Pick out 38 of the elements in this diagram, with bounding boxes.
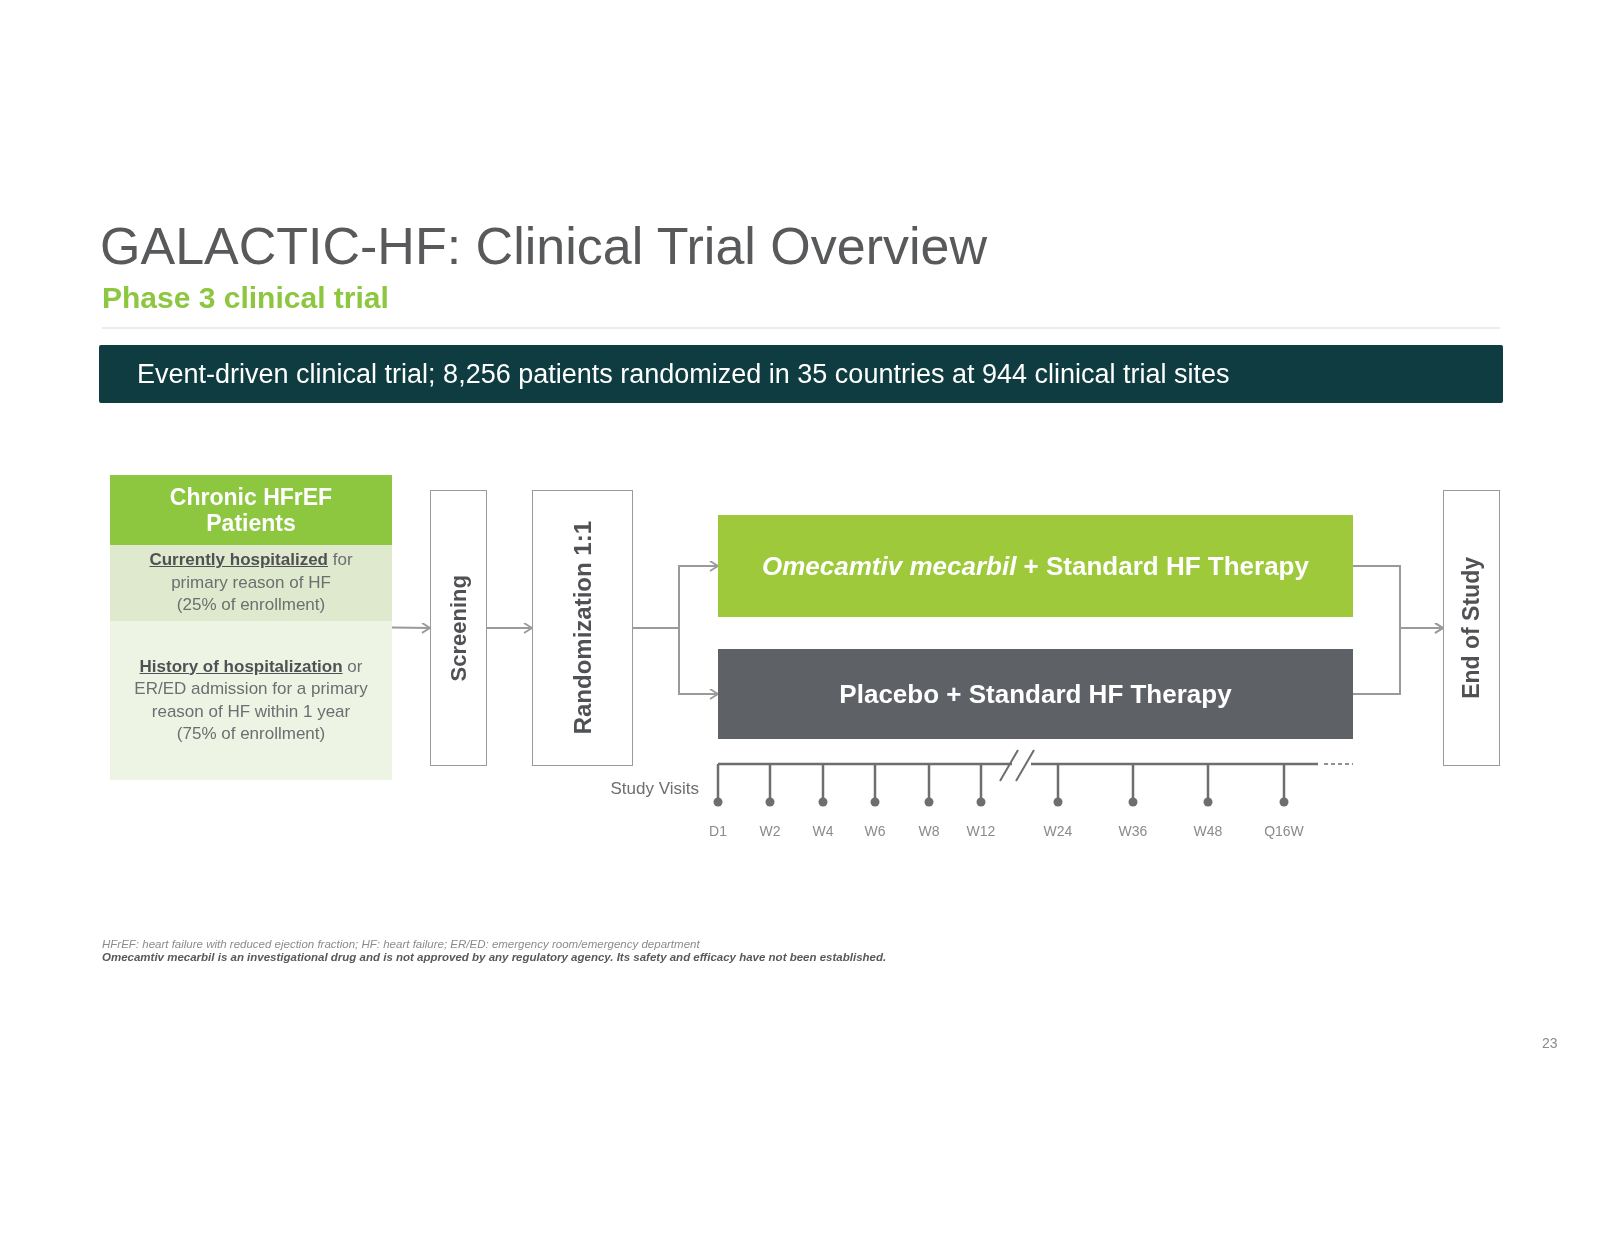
step-label: End of Study [1458, 557, 1485, 699]
panel-heading: Chronic HFrEF Patients [110, 475, 392, 545]
treatment-arm-bar [718, 515, 1353, 617]
visit-label: D1 [709, 824, 727, 840]
step-box [532, 490, 633, 766]
treatment-arm-bar [718, 649, 1353, 739]
step-label: Randomization 1:1 [568, 521, 597, 735]
visit-label: W6 [864, 824, 886, 840]
visit-label: W48 [1193, 824, 1223, 840]
page-number: 23 [1542, 1036, 1558, 1052]
visit-label: W24 [1043, 824, 1073, 840]
footnote: HFrEF: heart failure with reduced ejection fraction; HF: heart failure; ER/ED: emergency room/emergency department [102, 938, 700, 951]
criteria-section [110, 545, 392, 621]
subtitle: Phase 3 clinical trial [102, 281, 389, 315]
enrollment-share: (25% of enrollment) [176, 594, 326, 617]
arm-label: Omecamtiv mecarbil + Standard HF Therapy [762, 550, 1309, 582]
banner-text: Event-driven clinical trial; 8,256 patients randomized in 35 countries at 944 clinical trial sites [137, 358, 1230, 390]
criteria-text: Currently hospitalized for primary reason of HF [148, 549, 354, 594]
enrollment-share: (75% of enrollment) [176, 723, 326, 745]
visit-label: Q16W [1264, 824, 1304, 840]
arm-label: Placebo + Standard HF Therapy [839, 678, 1232, 710]
step-label: Screening [445, 574, 472, 682]
visit-label: W8 [918, 824, 940, 840]
visit-label: W2 [759, 824, 781, 840]
visit-label: W36 [1118, 824, 1148, 840]
step-box [430, 490, 487, 766]
arrow [486, 622, 533, 634]
arrow [391, 622, 431, 634]
visit-label: W4 [812, 824, 834, 840]
footnote: Omecamtiv mecarbil is an investigational drug and is not approved by any regulatory agency. Its safety and efficacy have not been established. [102, 951, 887, 964]
timeline-label: Study Visits [610, 779, 699, 799]
criteria-text: History of hospitalization or ER/ED admission for a primary reason of HF within 1 year [133, 655, 369, 723]
step-box [1443, 490, 1500, 766]
visit-label: W12 [966, 824, 996, 840]
slide-title: GALACTIC-HF: Clinical Trial Overview [100, 217, 988, 277]
banner [99, 345, 1503, 403]
arrow [1352, 622, 1444, 695]
arrow [632, 627, 719, 700]
